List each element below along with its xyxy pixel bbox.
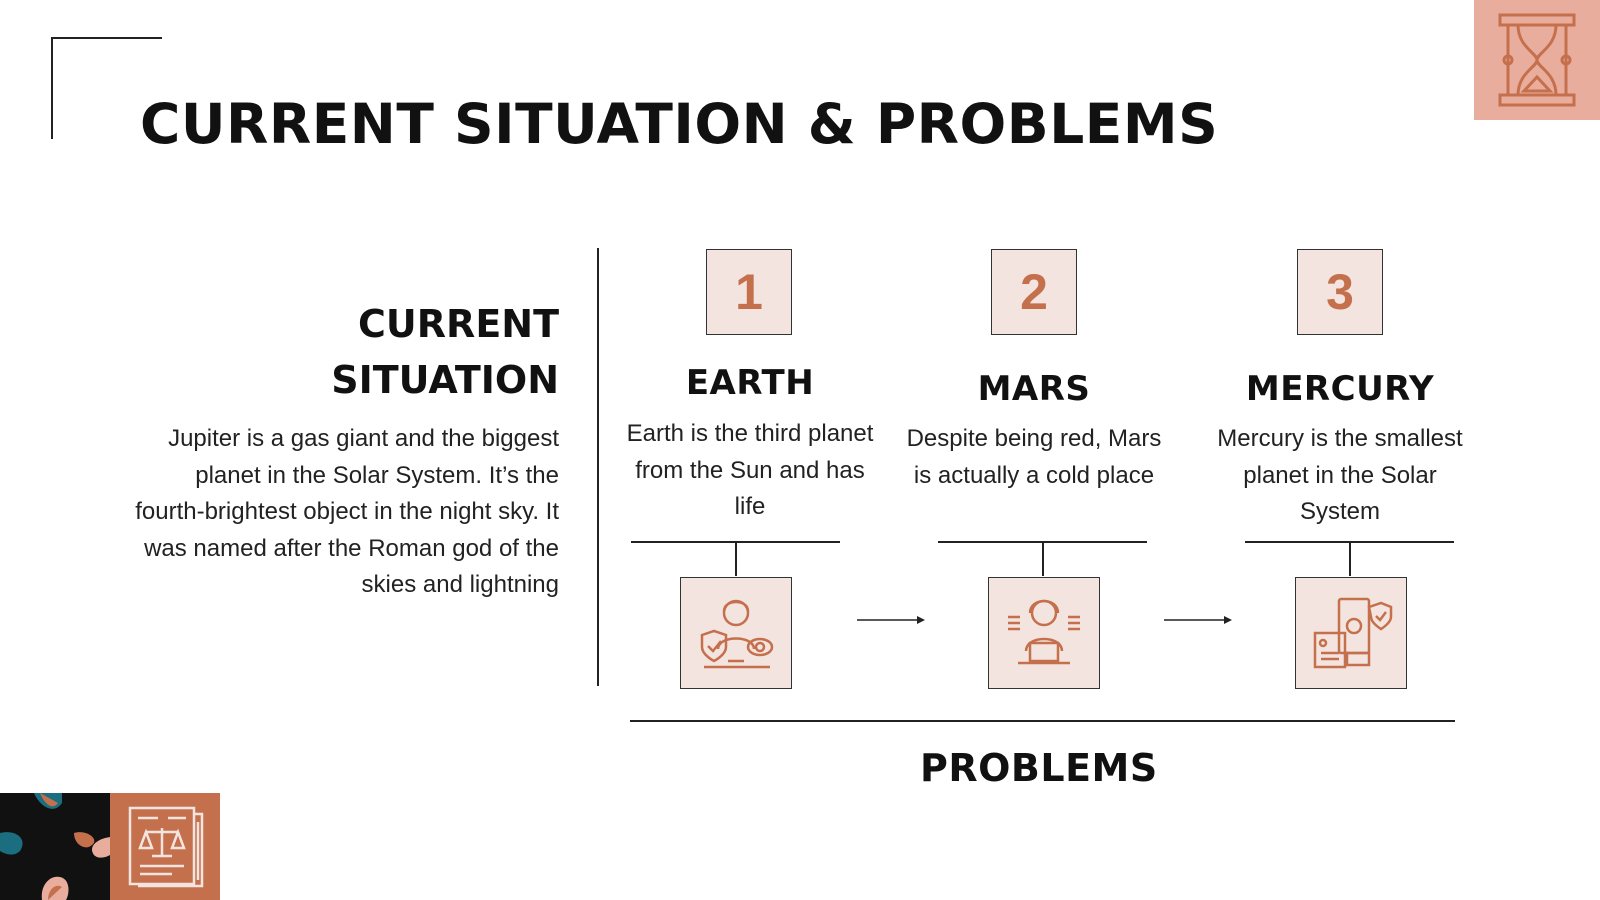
step-1-number-box: 1 bbox=[706, 249, 792, 335]
step-2-text: Despite being red, Mars is actually a co… bbox=[906, 425, 1162, 489]
step-1-title: EARTH bbox=[685, 363, 815, 403]
legal-document-icon bbox=[128, 806, 204, 887]
petal-pattern bbox=[0, 793, 110, 900]
problems-divider bbox=[630, 720, 1455, 722]
current-situation-heading-line1: CURRENT bbox=[358, 302, 559, 346]
step-1-number: 1 bbox=[735, 264, 763, 320]
step-1-text: Earth is the third planet from the Sun a… bbox=[626, 420, 874, 520]
step-1-icon-box bbox=[680, 577, 792, 689]
step-2-number: 2 bbox=[1020, 264, 1048, 320]
corner-frame-left bbox=[51, 37, 53, 139]
step-3-title: MERCURY bbox=[1245, 369, 1435, 409]
hourglass-badge bbox=[1474, 0, 1600, 120]
corner-frame-top bbox=[51, 37, 162, 39]
hourglass-icon bbox=[1498, 13, 1576, 107]
step-3-number-box: 3 bbox=[1297, 249, 1383, 335]
current-situation-body: Jupiter is a gas giant and the biggest p… bbox=[135, 425, 559, 598]
step-3-number: 3 bbox=[1326, 264, 1354, 320]
step-3-text: Mercury is the smallest planet in the So… bbox=[1217, 425, 1463, 525]
step-3-icon-box bbox=[1295, 577, 1407, 689]
step-2-connector bbox=[1042, 542, 1044, 576]
section-divider bbox=[597, 248, 599, 686]
secure-payment-icon bbox=[1313, 597, 1393, 669]
petal-pattern-tile bbox=[0, 793, 110, 900]
page-title: CURRENT SITUATION & PROBLEMS bbox=[140, 92, 1219, 156]
current-situation-heading-line2: SITUATION bbox=[331, 358, 559, 402]
security-person-icon bbox=[700, 599, 774, 669]
problems-label: PROBLEMS bbox=[920, 746, 1158, 790]
step-3-connector bbox=[1349, 542, 1351, 576]
current-situation-heading: CURRENT SITUATION bbox=[179, 296, 559, 408]
arrow-2-to-3 bbox=[1164, 616, 1232, 624]
step-2-title: MARS bbox=[977, 369, 1091, 409]
step-2-icon-box bbox=[988, 577, 1100, 689]
step-2-number-box: 2 bbox=[991, 249, 1077, 335]
step-1-connector bbox=[735, 542, 737, 576]
legal-document-tile bbox=[110, 793, 220, 900]
laptop-worker-icon bbox=[1008, 599, 1080, 665]
arrow-1-to-2 bbox=[857, 616, 925, 624]
